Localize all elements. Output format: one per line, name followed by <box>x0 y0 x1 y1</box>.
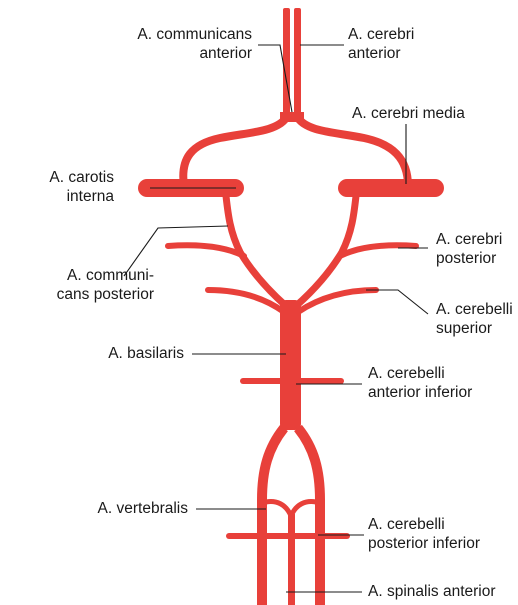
label-spinalis-anterior-line1: A. spinalis anterior <box>368 582 496 601</box>
label-carotis-interna: A. carotis interna <box>49 168 114 206</box>
label-cerebri-anterior-line2: anterior <box>348 44 414 63</box>
anterior-arch <box>183 112 408 186</box>
label-cerebelli-posterior-inferior-line1: A. cerebelli <box>368 515 480 534</box>
label-basilaris: A. basilaris <box>108 344 184 363</box>
label-communicans-anterior-line2: anterior <box>137 44 252 63</box>
label-cerebelli-superior-line2: superior <box>436 319 513 338</box>
posterior-circulation <box>168 196 416 312</box>
label-cerebelli-superior-line1: A. cerebelli <box>436 300 513 319</box>
label-cerebelli-anterior-inferior-line1: A. cerebelli <box>368 364 472 383</box>
label-cerebri-media-line1: A. cerebri media <box>352 104 465 123</box>
label-communicans-anterior-line1: A. communicans <box>137 25 252 44</box>
anterior-cerebral-arteries <box>283 8 301 116</box>
label-communicans-posterior: A. communi- cans posterior <box>57 266 154 304</box>
label-cerebri-media: A. cerebri media <box>352 104 465 123</box>
label-communicans-anterior: A. communicans anterior <box>137 25 252 63</box>
label-vertebralis: A. vertebralis <box>98 499 188 518</box>
label-cerebri-posterior: A. cerebri posterior <box>436 230 502 268</box>
basilar-artery <box>240 300 344 430</box>
label-cerebelli-posterior-inferior: A. cerebelli posterior inferior <box>368 515 480 553</box>
label-cerebelli-anterior-inferior: A. cerebelli anterior inferior <box>368 364 472 402</box>
label-carotis-interna-line1: A. carotis <box>49 168 114 187</box>
vertebral-arteries <box>226 428 350 605</box>
label-cerebri-anterior-line1: A. cerebri <box>348 25 414 44</box>
label-spinalis-anterior: A. spinalis anterior <box>368 582 496 601</box>
label-basilaris-line1: A. basilaris <box>108 344 184 363</box>
label-vertebralis-line1: A. vertebralis <box>98 499 188 518</box>
label-communicans-posterior-line1: A. communi- <box>57 266 154 285</box>
label-cerebelli-anterior-inferior-line2: anterior inferior <box>368 383 472 402</box>
label-carotis-interna-line2: interna <box>49 187 114 206</box>
label-communicans-posterior-line2: cans posterior <box>57 285 154 304</box>
label-cerebri-posterior-line2: posterior <box>436 249 502 268</box>
label-cerebri-anterior: A. cerebri anterior <box>348 25 414 63</box>
label-cerebelli-posterior-inferior-line2: posterior inferior <box>368 534 480 553</box>
label-cerebelli-superior: A. cerebelli superior <box>436 300 513 338</box>
label-cerebri-posterior-line1: A. cerebri <box>436 230 502 249</box>
